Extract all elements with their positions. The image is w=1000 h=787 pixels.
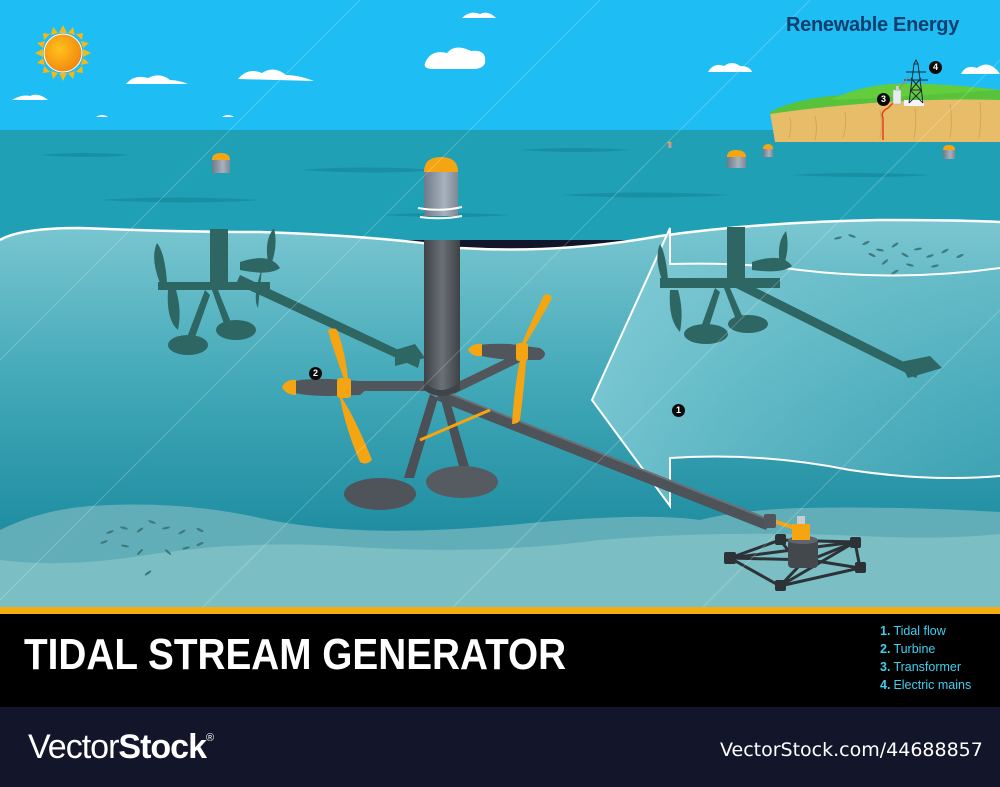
electricity-pylon-icon [904,58,928,104]
marker-turbine: 2 [309,367,322,380]
legend: 1.Tidal flow 2.Turbine 3.Transformer 4.E… [880,622,971,694]
sun-icon [35,25,91,81]
turbine-shadow-right [657,227,942,378]
footer-bar [0,707,1000,787]
legend-item-electric-mains: 4.Electric mains [880,678,972,692]
tidal-scene-illustration [0,0,1000,610]
legend-item-transformer: 3.Transformer [880,660,962,674]
legend-item-tidal-flow: 1.Tidal flow [880,624,946,638]
seabed-anchor [724,514,866,591]
fish-school [100,520,204,576]
transformer-icon [892,86,924,106]
marker-transformer: 3 [877,93,890,106]
clouds [12,12,1000,117]
renewable-energy-heading: Renewable Energy [786,14,960,36]
image-id-text: VectorStock.com/44688857 [720,739,983,761]
tidal-flow-arrow [590,227,1000,510]
legend-item-turbine: 2.Turbine [880,642,936,656]
marker-electric-mains: 4 [929,61,942,74]
diagram-title: TIDAL STREAM GENERATOR [24,630,567,679]
turbine-shadow-left [154,228,425,368]
tidal-turbine-structure [282,157,771,530]
accent-strip [0,607,1000,614]
title-band [0,614,1000,707]
vectorstock-logo: VectorStock® [28,728,214,766]
marker-tidal-flow: 1 [672,404,685,417]
